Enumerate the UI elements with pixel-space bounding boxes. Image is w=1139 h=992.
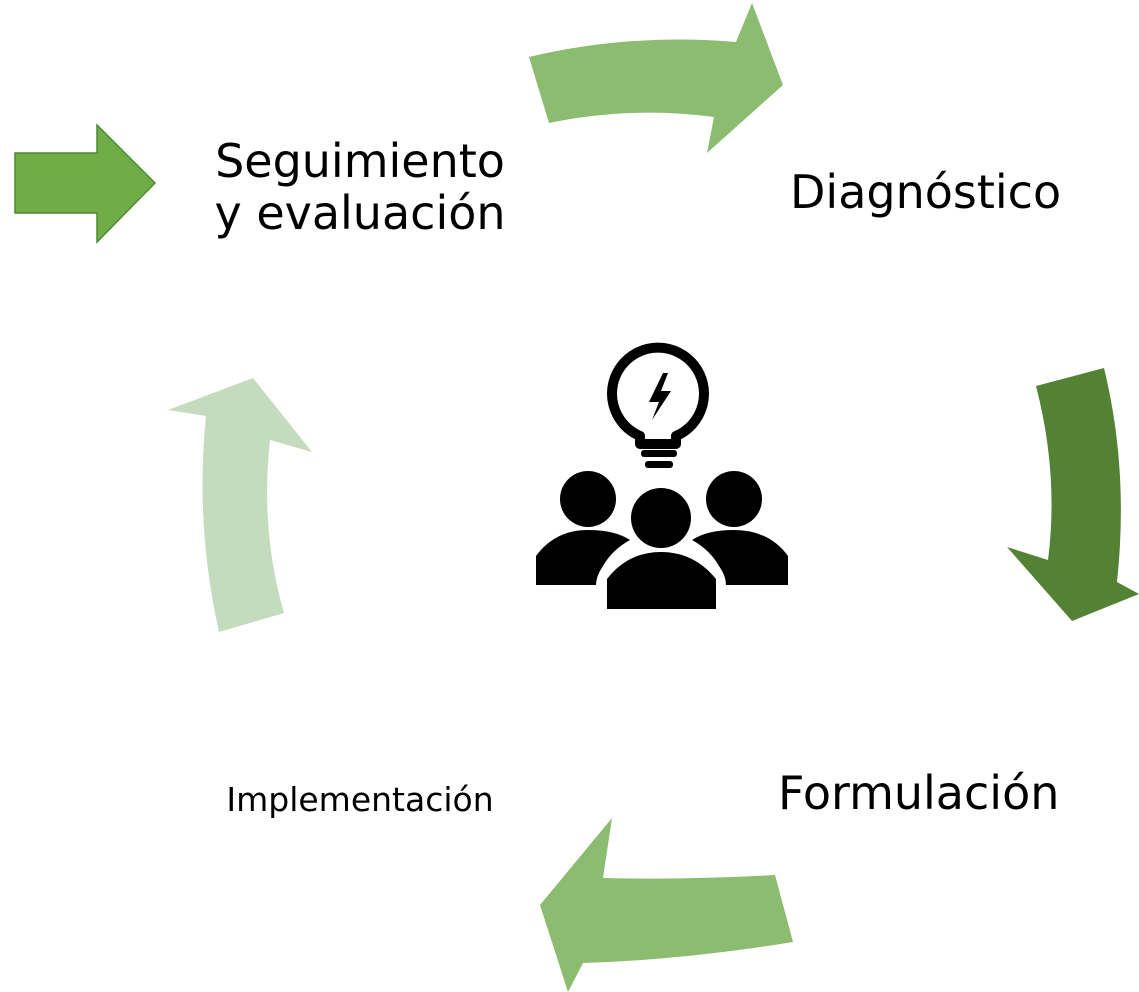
stage-seguimiento-label: Seguimiento y evaluación — [180, 134, 540, 240]
person-head-left — [560, 471, 616, 527]
lightbulb-base — [641, 450, 677, 457]
entry-arrow-icon — [14, 123, 157, 244]
stage-seguimiento-line1: Seguimiento — [215, 134, 505, 188]
stage-formulacion-label: Formulación — [778, 766, 1060, 820]
person-head-center — [631, 488, 691, 548]
stage-implementacion-label: Implementación — [226, 780, 494, 819]
lightbulb-base — [645, 461, 673, 468]
lightbulb-icon — [607, 342, 709, 449]
arrow-implementacion-to-seguimiento — [168, 378, 312, 632]
arrow-formulacion-to-implementacion — [540, 818, 793, 992]
team-idea-lightbulb-icon — [536, 342, 788, 609]
lightning-bolt-icon — [649, 373, 671, 420]
arrow-diagnostico-to-formulacion — [1007, 368, 1139, 621]
person-body-left — [536, 530, 630, 585]
stage-seguimiento-line2: y evaluación — [214, 185, 506, 240]
person-body-right — [692, 530, 788, 585]
person-body-center — [607, 552, 716, 609]
arrow-seguimiento-to-diagnostico — [529, 3, 783, 153]
person-head-right — [706, 471, 762, 527]
stage-diagnostico-label: Diagnóstico — [790, 165, 1062, 219]
